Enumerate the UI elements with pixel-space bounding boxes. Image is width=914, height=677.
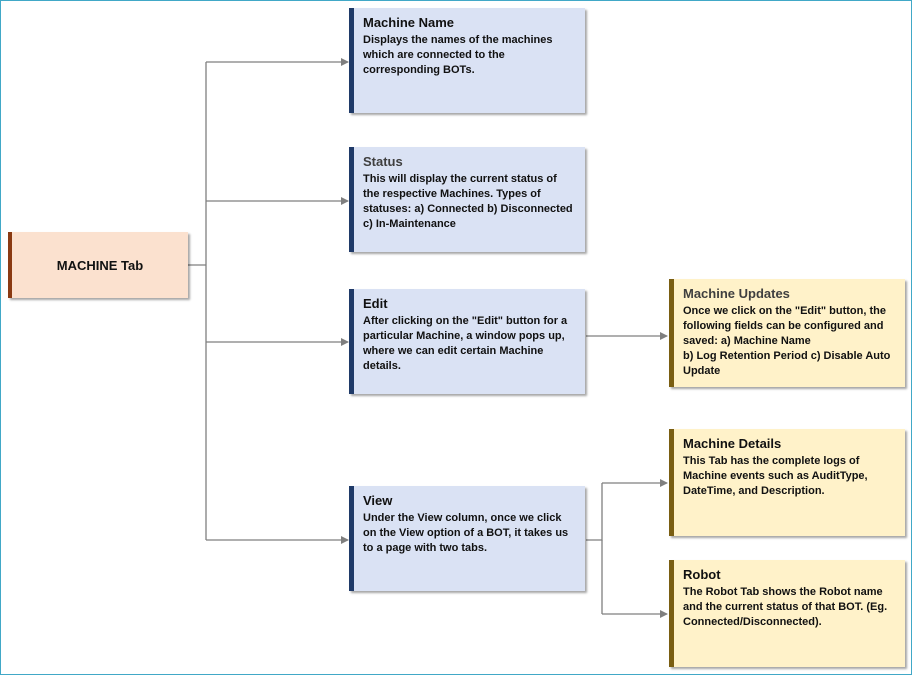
node-title: Machine Updates xyxy=(683,286,790,301)
node-title: View xyxy=(363,493,393,508)
node-title: Robot xyxy=(683,567,721,582)
node-body: Displays the names of the machines which… xyxy=(363,34,553,76)
node-view: View Under the View column, once we clic… xyxy=(349,486,585,591)
node-machine-name: Machine Name Displays the names of the m… xyxy=(349,8,585,113)
node-title: Edit xyxy=(363,296,388,311)
node-body: This Tab has the complete logs of Machin… xyxy=(683,455,868,497)
node-body: The Robot Tab shows the Robot name and t… xyxy=(683,586,888,628)
node-body: This will display the current status of … xyxy=(363,173,573,230)
node-body: After clicking on the "Edit" button for … xyxy=(363,315,568,372)
root-label: MACHINE Tab xyxy=(56,257,144,273)
node-title: Status xyxy=(363,154,403,169)
node-machine-updates: Machine Updates Once we click on the "Ed… xyxy=(669,279,905,387)
node-edit: Edit After clicking on the "Edit" button… xyxy=(349,289,585,394)
node-robot: Robot The Robot Tab shows the Robot name… xyxy=(669,560,905,667)
node-status: Status This will display the current sta… xyxy=(349,147,585,252)
node-title: Machine Name xyxy=(363,15,455,30)
node-body: Under the View column, once we click on … xyxy=(363,512,569,554)
connector-view-trunk xyxy=(586,483,603,541)
root-node-machine-tab: MACHINE Tab xyxy=(8,232,188,298)
node-title: Machine Details xyxy=(683,436,782,451)
node-body: Once we click on the "Edit" button, the … xyxy=(683,305,891,377)
node-machine-details: Machine Details This Tab has the complet… xyxy=(669,429,905,536)
